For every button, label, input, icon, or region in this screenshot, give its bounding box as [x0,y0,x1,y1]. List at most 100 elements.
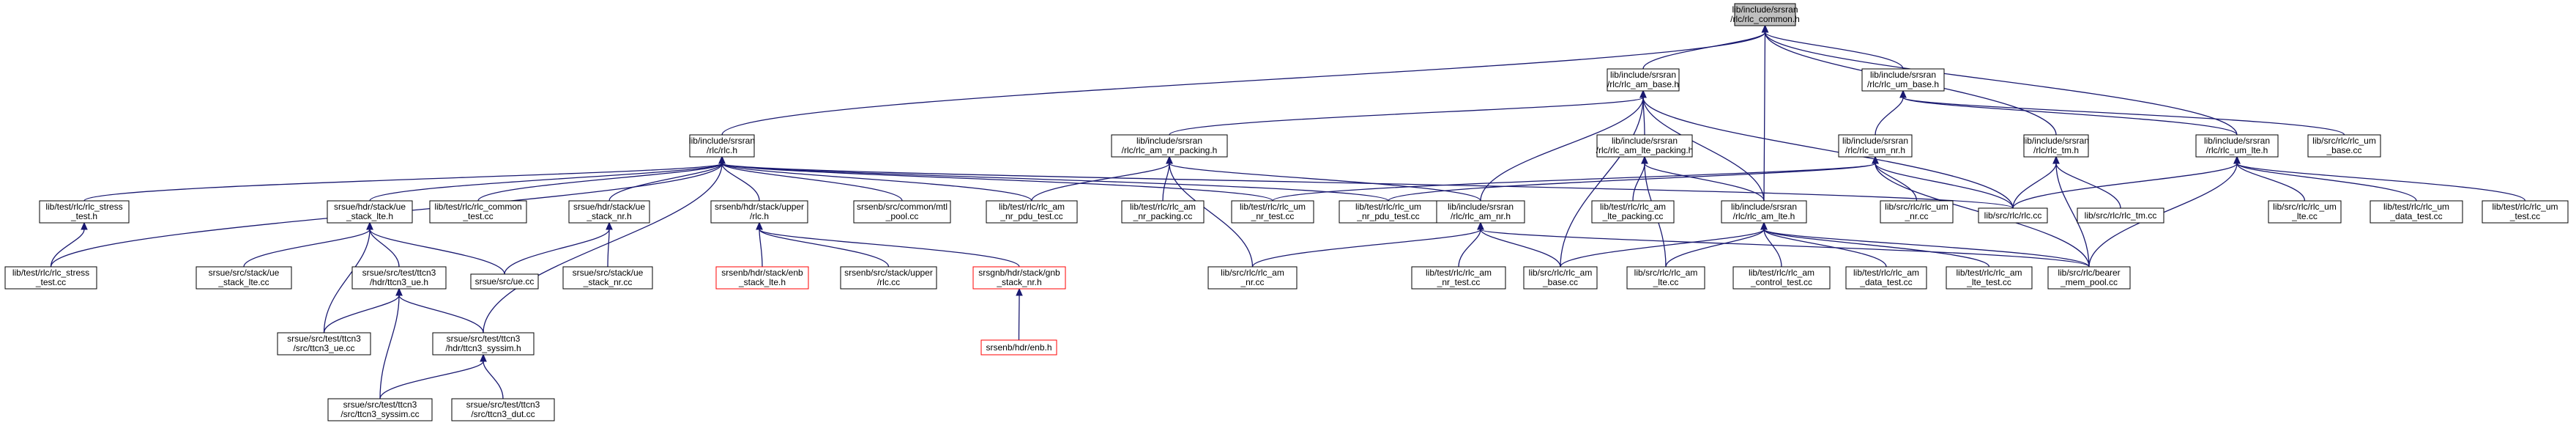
node-box [2077,207,2164,224]
node-n44[interactable]: lib/src/rlc/bearer_mem_pool.cc [2047,266,2131,290]
node-n26[interactable]: lib/src/rlc/rlc_um_lte.cc [2268,200,2342,224]
node-n11[interactable]: srsue/hdr/stack/ue_stack_lte.h [327,200,413,224]
node-label: lib/src/rlc/rlc_um [1885,202,1948,212]
node-box [196,266,292,290]
node-n34[interactable]: srsenb/hdr/stack/enb_stack_lte.h [715,266,809,290]
node-n25[interactable]: lib/src/rlc/rlc_tm.cc [2077,207,2164,224]
node-label: _stack_lte.cc [217,277,269,287]
node-n39[interactable]: lib/src/rlc/rlc_am_base.cc [1523,266,1598,290]
node-n1[interactable]: lib/include/srsran/rlc/rlc_am_base.h [1607,68,1680,92]
node-n37[interactable]: lib/src/rlc/rlc_am_nr.cc [1207,266,1298,290]
edge-n24-to-n6 [1875,163,2014,209]
edge-arrowhead-n45-to-n11 [366,221,373,230]
node-label: lib/test/rlc/rlc_am [1749,268,1814,278]
node-n24[interactable]: lib/src/rlc/rlc.cc [1978,207,2048,224]
node-n35[interactable]: srsenb/src/stack/upper/rlc.cc [840,266,937,290]
node-label: srsue/hdr/stack/ue [573,202,645,212]
node-box [451,398,555,421]
node-n12[interactable]: lib/test/rlc/rlc_common_test.cc [429,200,527,224]
node-n49[interactable]: srsue/src/test/ttcn3/src/ttcn3_dut.cc [451,398,555,421]
edge-n20-to-n1 [1480,97,1644,202]
edge-n37-to-n4 [1169,163,1254,268]
edge-n12-to-n3 [477,163,723,202]
node-n27[interactable]: lib/test/rlc/rlc_um_data_test.cc [2370,200,2463,224]
node-n4[interactable]: lib/include/srsran/rlc/rlc_am_nr_packing… [1111,134,1228,158]
node-n36[interactable]: srsgnb/hdr/stack/gnb_stack_nr.h [972,266,1066,290]
node-n42[interactable]: lib/test/rlc/rlc_am_data_test.cc [1845,266,1927,290]
node-n45[interactable]: srsue/src/test/ttcn3/src/ttcn3_ue.cc [277,332,371,356]
edge-n1-to-n0 [1642,32,1766,70]
edge-n45-to-n11 [323,229,371,334]
node-box [1946,266,2033,290]
edge-n25-to-n7 [2055,163,2121,209]
edge-arrowhead-n37-to-n4 [1166,155,1173,164]
node-n40[interactable]: lib/src/rlc/rlc_am_lte.cc [1626,266,1705,290]
node-label: /rlc/rlc.h [707,145,737,155]
edge-n22-to-n1 [1642,97,1765,202]
node-n17[interactable]: lib/test/rlc/rlc_am_nr_packing.cc [1121,200,1205,224]
node-label: /rlc/rlc_common.h [1730,14,1800,24]
node-n41[interactable]: lib/test/rlc/rlc_am_control_test.cc [1732,266,1831,290]
node-label: lib/include/srsran [1136,136,1202,146]
node-label: srsue/src/ue.cc [475,276,535,287]
node-n23[interactable]: lib/src/rlc/rlc_um_nr.cc [1880,200,1954,224]
node-n18[interactable]: lib/test/rlc/rlc_um_nr_test.cc [1231,200,1314,224]
node-label: /src/ttcn3_ue.cc [293,343,354,353]
node-n20[interactable]: lib/include/srsran/rlc/rlc_am_nr.h [1436,200,1525,224]
edge-n28-to-n8 [2236,163,2526,202]
node-n32[interactable]: srsue/src/ue.cc [470,273,539,290]
node-label: _stack_nr.cc [583,277,633,287]
node-label: _test.cc [2509,211,2540,221]
node-n19[interactable]: lib/test/rlc/rlc_um_nr_pdu_test.cc [1339,200,1438,224]
edge-n13-to-n3 [608,163,723,202]
node-n14[interactable]: srsenb/hdr/stack/upper/rlc.h [710,200,808,224]
node-box [2307,134,2381,158]
edge-arrowhead-n46-to-n3 [718,155,726,164]
edge-n20-to-n4 [1169,163,1481,202]
node-n21[interactable]: lib/test/rlc/rlc_am_lte_packing.cc [1591,200,1675,224]
node-n9[interactable]: lib/src/rlc/rlc_um_base.cc [2307,134,2381,158]
node-box [562,266,653,290]
node-n22[interactable]: lib/include/srsran/rlc/rlc_am_lte.h [1721,200,1807,224]
edge-arrowhead-n33-to-n13 [606,221,613,230]
node-box [4,266,97,290]
node-n48[interactable]: srsue/src/test/ttcn3/src/ttcn3_syssim.cc [327,398,433,421]
node-n7[interactable]: lib/include/srsran/rlc/rlc_tm.h [2023,134,2089,158]
node-label: lib/test/rlc/rlc_um [1355,202,1421,212]
node-n5[interactable]: lib/include/srsran/rlc/rlc_am_lte_packin… [1596,134,1694,158]
node-n29[interactable]: lib/test/rlc/rlc_stress_test.cc [4,266,97,290]
node-n38[interactable]: lib/test/rlc/rlc_am_nr_test.cc [1411,266,1506,290]
node-n6[interactable]: lib/include/srsran/rlc/rlc_um_nr.h [1838,134,1913,158]
node-label: _data_test.cc [1859,277,1912,287]
node-n13[interactable]: srsue/hdr/stack/ue_stack_nr.h [568,200,650,224]
node-n47[interactable]: srsenb/hdr/enb.h [980,339,1057,356]
node-n46[interactable]: srsue/src/test/ttcn3/hdr/ttcn3_syssim.h [432,332,535,356]
node-box [1845,266,1927,290]
edge-n24-to-n1 [1642,97,2014,209]
edge-n17-to-n4 [1162,163,1170,202]
node-n30[interactable]: srsue/src/stack/ue_stack_lte.cc [196,266,292,290]
node-n31[interactable]: srsue/src/test/ttcn3/hdr/ttcn3_ue.h [351,266,447,290]
edge-n44-to-n20 [1480,229,2090,268]
node-n15[interactable]: srsenb/src/common/mtl_pool.cc [853,200,951,224]
node-box [2268,200,2342,224]
node-n3[interactable]: lib/include/srsran/rlc/rlc.h [689,134,755,158]
node-label: lib/include/srsran [1870,70,1936,80]
node-box [1861,68,1945,92]
node-n10[interactable]: lib/test/rlc/rlc_stress_test.h [39,200,130,224]
node-n28[interactable]: lib/test/rlc/rlc_um_test.cc [2482,200,2569,224]
node-box [689,134,755,158]
edge-arrowhead-n40-to-n5 [1641,155,1648,164]
node-label: lib/src/rlc/rlc_am [1634,268,1698,278]
node-n16[interactable]: lib/test/rlc/rlc_am_nr_pdu_test.cc [986,200,1078,224]
node-label: _data_test.cc [2389,211,2442,221]
node-n8[interactable]: lib/include/srsran/rlc/rlc_um_lte.h [2195,134,2279,158]
node-n2[interactable]: lib/include/srsran/rlc/rlc_um_base.h [1861,68,1945,92]
node-box [980,339,1057,356]
edge-n2-to-n0 [1764,32,1904,70]
edge-n38-to-n20 [1458,229,1481,268]
node-n33[interactable]: srsue/src/stack/ue_stack_nr.cc [562,266,653,290]
edge-n48-to-n31 [379,295,400,399]
node-n43[interactable]: lib/test/rlc/rlc_am_lte_test.cc [1946,266,2033,290]
